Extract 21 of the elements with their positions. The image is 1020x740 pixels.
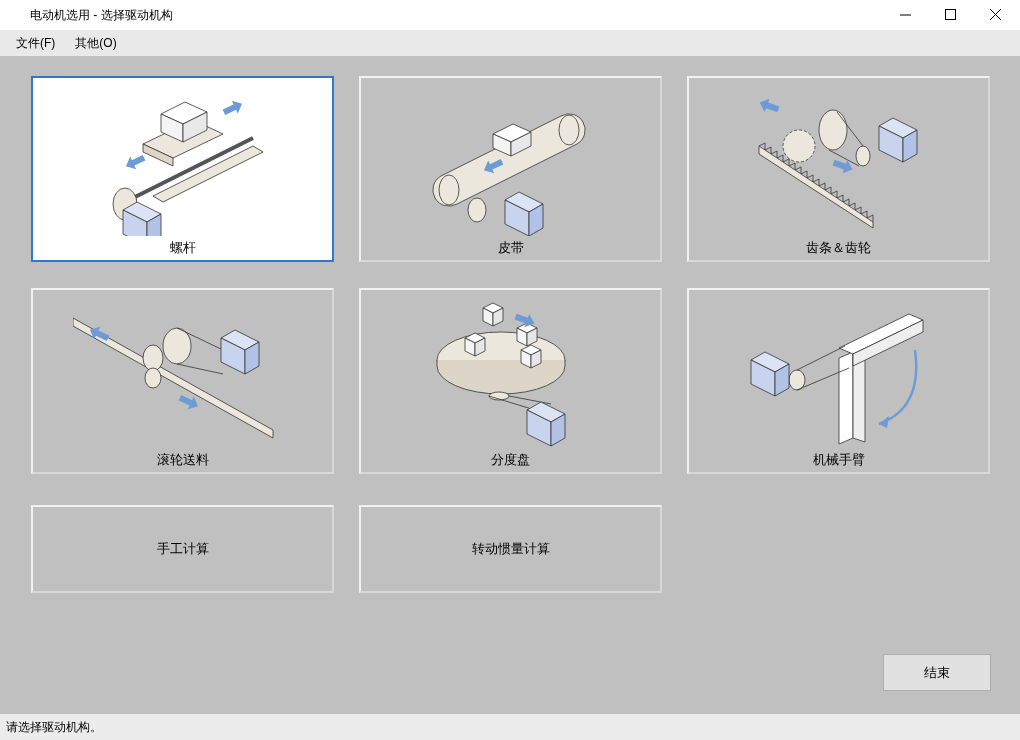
tile-label: 手工计算 [156, 540, 209, 559]
window-title: 电动机选用 - 选择驱动机构 [30, 7, 173, 24]
tile-label: 转动惯量计算 [471, 540, 550, 559]
end-button: 结束 [883, 654, 991, 691]
menu-item: 其他(O) [75, 35, 117, 52]
mechanism-tile [687, 76, 990, 262]
mechanism-tile [359, 76, 662, 262]
tile-label: 机械手臂 [812, 451, 865, 470]
mechanism-tile [359, 288, 662, 474]
mechanism-tile [31, 76, 334, 262]
tile-label: 螺杆 [169, 239, 196, 258]
tile-label: 滚轮送料 [156, 451, 209, 470]
mechanism-tile [687, 288, 990, 474]
tile-label: 皮带 [497, 239, 524, 258]
mechanism-tile [31, 288, 334, 474]
menu-tile [31, 505, 334, 593]
menu-tile [359, 505, 662, 593]
menu-item: 文件(F) [16, 35, 56, 52]
tile-label: 分度盘 [491, 451, 530, 470]
status-text: 请选择驱动机构。 [6, 719, 102, 736]
tile-label: 齿条＆齿轮 [806, 239, 871, 258]
